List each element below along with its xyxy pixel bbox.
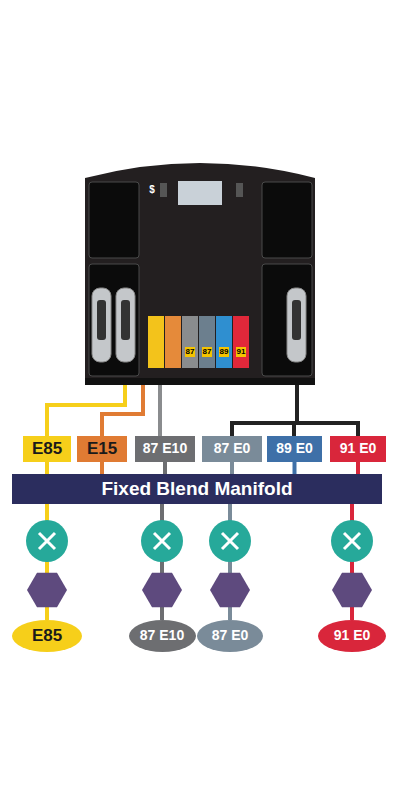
pipe-connector (163, 462, 167, 474)
grade-button (216, 316, 232, 368)
fuel-grade-box: 87 E0 (202, 436, 262, 462)
grade-number: 87 (185, 347, 196, 358)
valve-cross (222, 533, 238, 549)
grade-button (199, 316, 215, 368)
nozzle-grip (97, 300, 106, 340)
pipe-connector (293, 462, 297, 474)
node-label: 89 E0 (276, 441, 313, 456)
node-label: 87 E10 (143, 441, 187, 456)
pipe-connector (45, 462, 49, 474)
valve-cross (39, 533, 55, 549)
valve-circle (26, 520, 68, 562)
tank-oval: 91 E0 (318, 620, 386, 652)
fuel-grade-box: 89 E0 (267, 436, 322, 462)
grade-button (148, 316, 164, 368)
supply-wires (47, 385, 358, 436)
grade-number: 89 (219, 347, 230, 358)
pipe-connector (100, 462, 104, 474)
speaker-grille (160, 183, 167, 197)
node-label: 87 E10 (140, 628, 184, 643)
manifold-band: Fixed Blend Manifold (12, 474, 382, 504)
dispenser-panel (262, 182, 312, 258)
tank-oval: E85 (12, 620, 82, 652)
nozzle (116, 288, 135, 362)
nozzle (92, 288, 111, 362)
speaker-grille (236, 183, 243, 197)
dispenser-panel (89, 182, 139, 258)
valve-circle (331, 520, 373, 562)
pipe-connector (230, 462, 234, 474)
dispenser-body (85, 163, 315, 385)
fuel-grade-box: 87 E10 (135, 436, 195, 462)
dispenser-panel (89, 264, 139, 376)
hexagon-symbol (210, 573, 250, 608)
hexagon-symbol (27, 573, 67, 608)
nozzle-grip (121, 300, 130, 340)
node-label: 91 E0 (340, 441, 377, 456)
valve-symbols (26, 520, 373, 562)
valve-circle (141, 520, 183, 562)
supply-wire (102, 385, 143, 436)
grade-number: 87 (202, 347, 213, 358)
screen-symbol: $ (148, 183, 156, 196)
valve-cross (344, 533, 360, 549)
hexagon-symbols (27, 573, 372, 608)
dispenser-base (85, 378, 315, 385)
pipe-connector (356, 462, 360, 474)
node-label: E85 (32, 627, 62, 646)
fuel-dispenser (85, 163, 315, 385)
node-label: E15 (87, 440, 117, 459)
node-label: E85 (32, 440, 62, 459)
supply-wire (292, 423, 296, 436)
valve-circle (209, 520, 251, 562)
grade-button (165, 316, 181, 368)
node-label: 87 E0 (212, 628, 249, 643)
supply-wire (232, 423, 358, 436)
node-label: 87 E0 (214, 441, 251, 456)
supply-wire (295, 385, 299, 423)
nozzle-grip (292, 300, 301, 340)
grade-button (182, 316, 198, 368)
grade-button (233, 316, 249, 368)
supply-wire (47, 385, 125, 436)
hexagon-symbol (142, 573, 182, 608)
fuel-grade-box: 91 E0 (330, 436, 386, 462)
node-label: 91 E0 (334, 628, 371, 643)
node-label: Fixed Blend Manifold (101, 479, 292, 500)
hexagon-symbol (332, 573, 372, 608)
fuel-grade-box: E15 (77, 436, 127, 462)
fuel-grade-box: E85 (23, 436, 71, 462)
dispenser-panel (262, 264, 312, 376)
grade-number: 91 (236, 347, 247, 358)
dispenser-screen (178, 181, 222, 205)
tank-oval: 87 E10 (129, 620, 196, 652)
valve-cross (154, 533, 170, 549)
tank-oval: 87 E0 (197, 620, 263, 652)
nozzle (287, 288, 306, 362)
supply-wire (158, 385, 162, 436)
